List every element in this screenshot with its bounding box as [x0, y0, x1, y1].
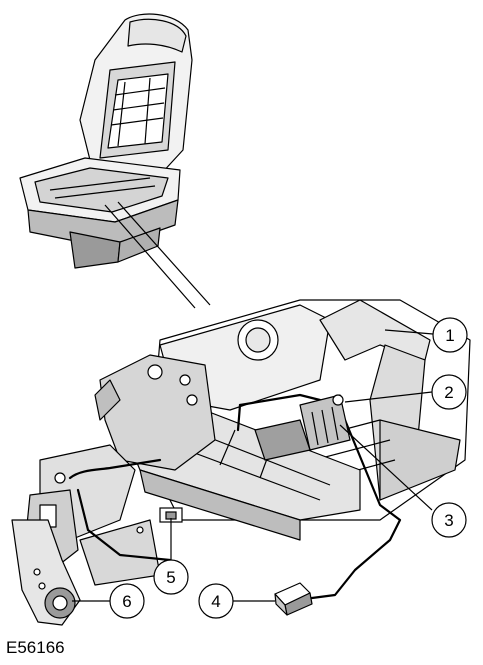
wiring-harness	[68, 393, 402, 600]
seat-belt-anchor	[11, 519, 81, 626]
seat-support-bracket	[94, 354, 216, 471]
svg-text:4: 4	[211, 592, 220, 611]
seat-inset	[19, 13, 193, 269]
inset-leader-lines	[104, 201, 211, 309]
callout-1: 1	[432, 317, 468, 353]
sensor-module	[254, 394, 351, 461]
svg-text:1: 1	[445, 326, 454, 345]
fasteners	[54, 472, 183, 534]
svg-text:5: 5	[166, 568, 175, 587]
svg-text:2: 2	[444, 383, 453, 402]
svg-text:6: 6	[122, 592, 131, 611]
callout-2: 2	[431, 374, 467, 410]
svg-text:3: 3	[444, 511, 453, 530]
inline-connector	[274, 582, 313, 616]
callout-6: 6	[109, 583, 145, 619]
callout-4: 4	[198, 583, 234, 619]
callout-leaders	[72, 329, 434, 602]
callout-3: 3	[431, 502, 467, 538]
figure-reference: E56166	[6, 638, 65, 657]
callout-5: 5	[153, 559, 189, 595]
